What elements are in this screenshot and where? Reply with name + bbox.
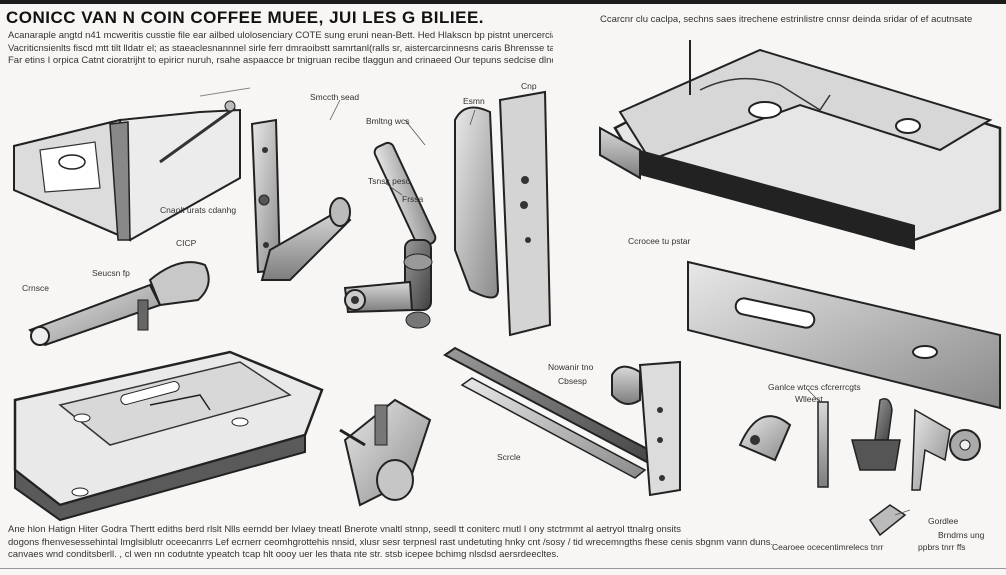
label-nowanir: Nowanir tno: [548, 362, 594, 372]
label-cbsesp: Cbsesp: [558, 376, 587, 386]
label-cnp: Cnp: [521, 81, 537, 91]
label-bolting: Bmltng wcs: [366, 116, 410, 126]
callout-lines: [329, 99, 911, 516]
label-brndrns: Brndrns ung: [938, 530, 985, 540]
label-esmn: Esmn: [463, 96, 485, 106]
top-rule: [0, 0, 1006, 4]
label-wlleest: Wlleest: [795, 394, 823, 404]
top-right-caption: Ccarcnr clu caclpa, sechns saes itrechen…: [600, 14, 973, 25]
sheet-title: CONICC VAN N COIN COFFEE MUEE, JUI LES G…: [6, 8, 485, 27]
label-ccrocee: Ccrocee tu pstar: [628, 236, 691, 246]
label-gordlee: Gordlee: [928, 516, 959, 526]
label-cearoe: Cearoee ocecentimrelecs tnrr: [772, 542, 884, 552]
label-ganlce: Ganlce wtccs cfcrerrcgts: [768, 382, 861, 392]
intro-line: Far etins I orpica Catnt cioratrijht to …: [8, 55, 553, 66]
intro-line: Vacriticnsienlts fiscd mtt tilt lldatr e…: [8, 42, 553, 54]
footer-line: dogons fhenvesessehintal lmglsiblutr oce…: [8, 536, 774, 548]
curved-strike-plate-drawing: [454, 90, 552, 337]
spring-bolt-drawing: [343, 141, 437, 329]
mounting-plate-drawing: [13, 350, 324, 522]
hinge-plate-drawing: [250, 118, 352, 281]
label-cicp: CICP: [176, 238, 197, 248]
label-seucsn: Seucsn fp: [92, 268, 130, 278]
small-tools-drawing: [738, 398, 981, 537]
bottom-rule: [0, 568, 1006, 569]
intro-line: Acanaraple angtd n41 mcweritis cusstie f…: [8, 30, 553, 41]
label-smooth-seat: Smccth sead: [310, 92, 360, 102]
label-cronce: Crnsce: [22, 283, 49, 293]
large-shelf-bracket-drawing: [599, 40, 1002, 250]
label-scrcle: Scrcle: [497, 452, 521, 462]
label-tension-piece: Tsnsc peso: [368, 176, 411, 186]
hinge-bracket-drawing: [611, 360, 681, 497]
wrench-tool-drawing: [28, 261, 210, 347]
footer-line: Ane hlon Hatign Hiter Godra Thertt edith…: [8, 524, 682, 535]
intro-text: Acanaraple angtd n41 mcweritis cusstie f…: [8, 30, 553, 68]
label-cnaolt: Cnaolt urats cdanhg: [160, 205, 237, 215]
clamp-device-drawing: [339, 398, 432, 507]
flat-strap-drawing: [687, 260, 1001, 410]
angle-bracket-drawing: [13, 87, 251, 242]
footer-text: Ane hlon Hatign Hiter Godra Thertt edith…: [8, 524, 998, 562]
footer-line: canvaes wnd conditsberll. , cl wen nn co…: [8, 549, 559, 560]
label-ppbrs: ppbrs tnrr ffs: [918, 542, 966, 552]
label-frssa: Frssa: [402, 194, 424, 204]
